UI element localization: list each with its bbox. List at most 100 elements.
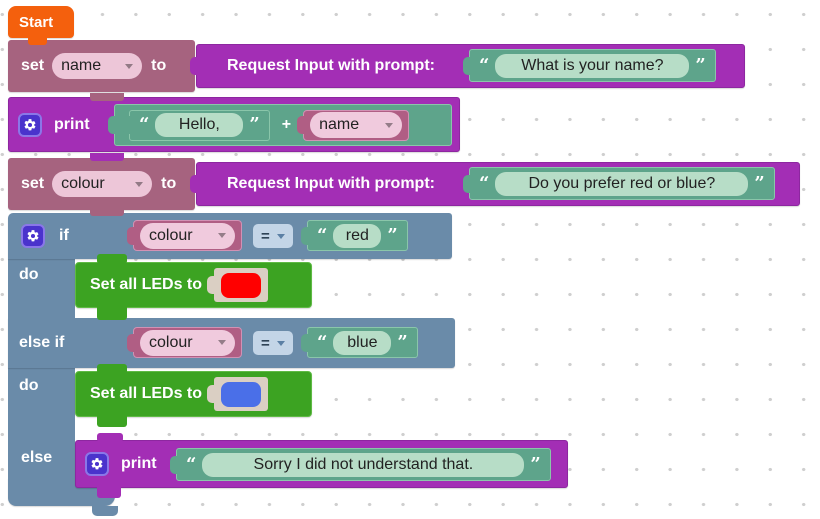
colour-swatch-blue[interactable] — [221, 381, 262, 407]
led-blue-bottom-tab — [97, 415, 127, 427]
string-field-colour-prompt[interactable]: Do you prefer red or blue? — [495, 171, 749, 196]
string-text: What is your name? — [521, 56, 664, 74]
variable-dropdown-name[interactable]: name — [310, 112, 403, 138]
gear-icon[interactable] — [21, 224, 45, 248]
string-text: blue — [347, 333, 378, 351]
dropdown-arrow-icon — [218, 233, 226, 238]
variable-dropdown-colour[interactable]: colour — [140, 329, 235, 356]
set-keyword: set — [21, 175, 45, 192]
if-block-spine[interactable] — [8, 258, 75, 478]
colour-swatch-red[interactable] — [221, 272, 262, 298]
set-colour-connector-tab — [90, 208, 124, 216]
open-quote: “ — [479, 172, 490, 194]
block-if-header[interactable]: if colour = “ red ” — [8, 213, 452, 259]
variable-dropdown-label: name — [61, 57, 102, 74]
led-red-bottom-tab — [97, 306, 127, 320]
close-quote: ” — [249, 114, 260, 135]
dropdown-arrow-icon — [385, 122, 394, 128]
print-sorry-top-tab — [97, 433, 123, 442]
start-connector-tab — [28, 36, 47, 45]
print-sorry-bottom-tab — [97, 486, 121, 498]
block-print-sorry[interactable]: print “ Sorry I did not understand that.… — [75, 440, 568, 488]
value-plug-tab — [301, 333, 309, 352]
value-plug-tab — [127, 226, 135, 245]
block-request-input-name[interactable]: Request Input with prompt: “ What is you… — [190, 44, 745, 88]
set-leds-label: Set all LEDs to — [90, 385, 203, 402]
value-plug-tab — [190, 57, 198, 75]
close-quote: ” — [387, 224, 398, 246]
dropdown-arrow-icon — [218, 340, 226, 345]
block-else-if-row[interactable]: else if colour = “ blue ” — [8, 318, 455, 368]
close-quote: ” — [754, 172, 765, 194]
value-plug-tab — [207, 276, 216, 294]
block-print-hello[interactable]: print “ Hello, ” + name — [8, 97, 460, 152]
block-set-leds-blue[interactable]: Set all LEDs to — [75, 371, 312, 417]
block-set-colour[interactable]: set colour to — [8, 158, 195, 210]
string-field-blue[interactable]: blue — [333, 330, 392, 355]
string-text: Hello, — [178, 116, 220, 133]
led-blue-top-tab — [97, 364, 127, 374]
string-field-name-prompt[interactable]: What is your name? — [495, 53, 690, 78]
block-request-input-colour[interactable]: Request Input with prompt: “ Do you pref… — [190, 162, 800, 206]
string-field-hello[interactable]: Hello, — [155, 113, 244, 137]
value-plug-tab — [207, 385, 216, 403]
close-quote: ” — [695, 54, 706, 76]
variable-block-name[interactable]: name — [297, 109, 410, 141]
dropdown-arrow-icon — [276, 233, 285, 239]
do-label: do — [19, 377, 39, 394]
variable-block-colour[interactable]: colour — [127, 327, 242, 358]
block-set-leds-red[interactable]: Set all LEDs to — [75, 262, 312, 308]
comparison-operator-dropdown[interactable]: = — [253, 331, 293, 355]
variable-block-colour[interactable]: colour — [127, 220, 242, 251]
value-plug-tab — [123, 116, 131, 134]
if-block-bottom-tab — [92, 506, 118, 516]
variable-dropdown-name[interactable]: name — [52, 53, 143, 79]
close-quote: ” — [397, 331, 408, 353]
open-quote: “ — [139, 114, 150, 135]
variable-dropdown-label: name — [319, 116, 360, 133]
block-set-name[interactable]: set name to — [8, 40, 195, 92]
value-plug-tab — [190, 175, 198, 193]
string-field-sorry[interactable]: Sorry I did not understand that. — [202, 452, 525, 477]
block-start[interactable]: Start — [8, 6, 74, 38]
open-quote: “ — [186, 453, 197, 475]
string-block-hello[interactable]: “ Hello, ” — [123, 109, 270, 141]
gear-icon[interactable] — [85, 452, 109, 476]
led-red-top-tab — [97, 254, 127, 264]
variable-dropdown-label: colour — [149, 226, 193, 244]
string-text: Sorry I did not understand that. — [253, 455, 474, 473]
string-block-red[interactable]: “ red ” — [301, 220, 408, 251]
value-plug-tab — [297, 116, 306, 134]
variable-dropdown-colour[interactable]: colour — [52, 171, 153, 197]
string-field-red[interactable]: red — [333, 223, 382, 248]
variable-dropdown-colour[interactable]: colour — [140, 222, 235, 249]
request-input-label: Request Input with prompt: — [227, 57, 435, 74]
colour-picker-block[interactable] — [207, 377, 269, 411]
do-label: do — [19, 266, 39, 283]
string-block-colour-prompt[interactable]: “ Do you prefer red or blue? ” — [463, 167, 775, 200]
open-quote: “ — [317, 224, 328, 246]
plus-operator: + — [281, 116, 292, 133]
variable-dropdown-label: colour — [61, 175, 105, 192]
string-text: Do you prefer red or blue? — [528, 174, 716, 192]
else-if-label: else if — [19, 334, 65, 351]
colour-picker-block[interactable] — [207, 268, 269, 302]
comparison-operator-dropdown[interactable]: = — [253, 224, 293, 248]
block-join-text[interactable]: “ Hello, ” + name — [108, 104, 452, 146]
value-plug-tab — [170, 455, 178, 474]
dropdown-arrow-icon — [276, 340, 285, 346]
operator-label: = — [261, 334, 270, 352]
open-quote: “ — [317, 331, 328, 353]
string-block-blue[interactable]: “ blue ” — [301, 327, 418, 358]
value-plug-tab — [463, 174, 471, 193]
value-plug-tab — [301, 226, 309, 245]
to-keyword: to — [161, 175, 177, 192]
value-plug-tab — [127, 333, 135, 352]
gear-icon[interactable] — [18, 112, 42, 137]
print-connector-tab — [90, 153, 124, 161]
string-block-sorry[interactable]: “ Sorry I did not understand that. ” — [170, 448, 551, 481]
set-name-connector-tab — [90, 93, 124, 101]
string-block-name-prompt[interactable]: “ What is your name? ” — [463, 49, 716, 82]
set-leds-label: Set all LEDs to — [90, 276, 203, 293]
